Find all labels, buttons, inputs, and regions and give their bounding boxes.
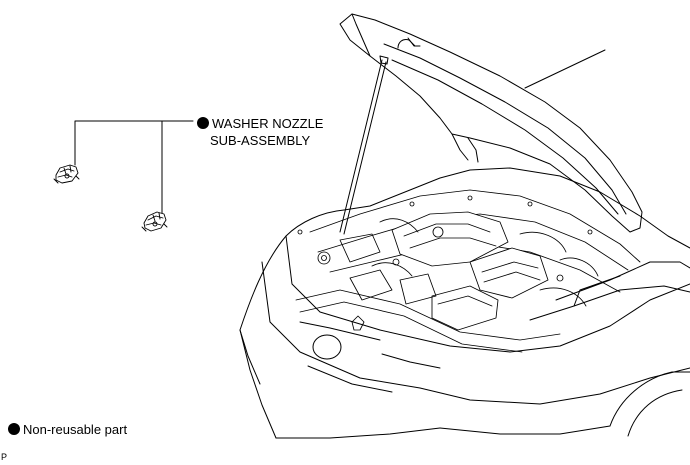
legend: Non-reusable part <box>8 422 127 438</box>
washer-nozzle-part-right <box>141 211 168 232</box>
callout-label: WASHER NOZZLE <box>197 116 323 132</box>
callout-leader-lines <box>74 120 194 215</box>
open-hood <box>339 13 643 233</box>
non-reusable-bullet-icon <box>197 117 209 129</box>
washer-nozzle-part-left <box>53 164 80 184</box>
figure-code: P <box>1 452 8 462</box>
non-reusable-bullet-icon <box>8 423 20 435</box>
callout-label-line1: WASHER NOZZLE <box>212 116 324 131</box>
windshield-edge <box>524 49 606 89</box>
legend-label: Non-reusable part <box>23 422 128 437</box>
hood-support-rod <box>339 55 389 235</box>
callout-label-line2: SUB-ASSEMBLY <box>210 133 311 148</box>
engine-bay <box>295 189 641 353</box>
car-body <box>239 167 690 439</box>
